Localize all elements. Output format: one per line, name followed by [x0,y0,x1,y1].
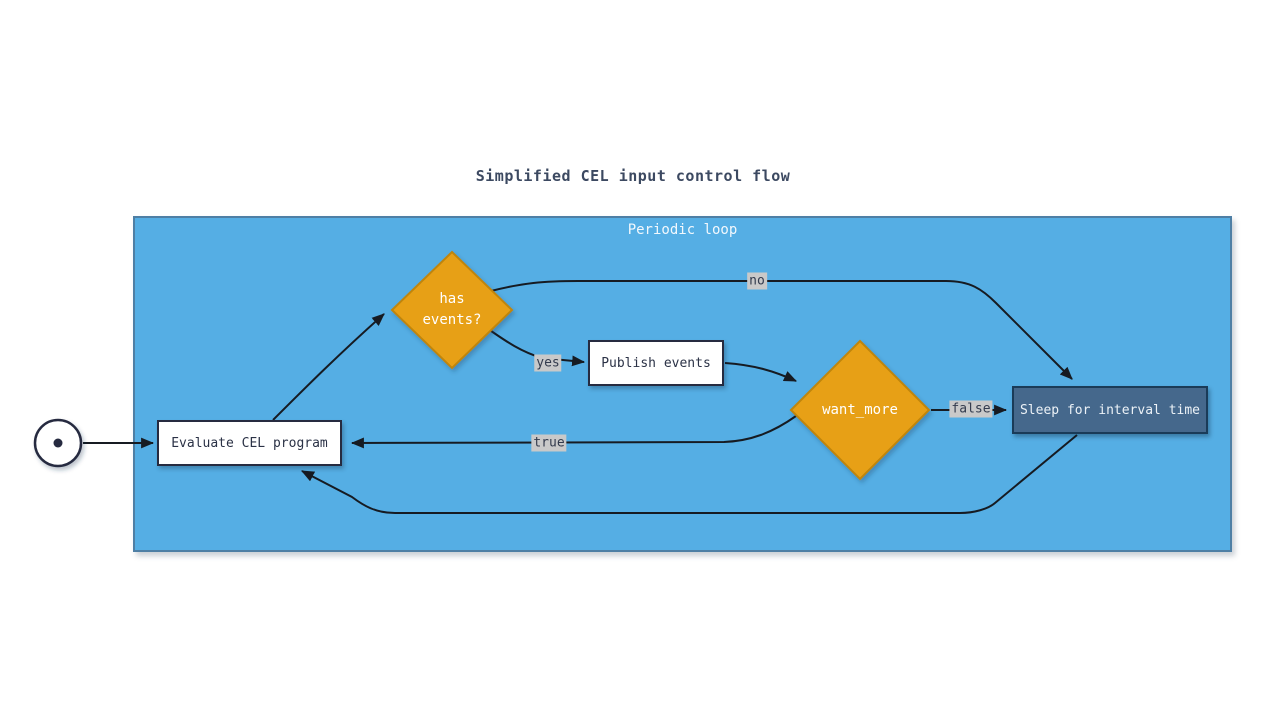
edge-label-no: no [747,272,767,290]
has-events-label: has events? [422,291,482,328]
evaluate-cel-program-node: Evaluate CEL program [157,420,342,466]
edge-publish-to-wantmore [724,362,797,382]
sleep-for-interval-node: Sleep for interval time [1012,386,1208,434]
edge-label-true: true [531,434,567,452]
sleep-for-interval-label: Sleep for interval time [1019,402,1200,418]
edge-hasevents-no-to-sleep [490,280,1073,380]
periodic-loop-label: Periodic loop [627,222,738,238]
diagram-title: Simplified CEL input control flow [475,167,791,185]
edge-wantmore-true-to-evaluate [350,415,797,449]
evaluate-cel-program-label: Evaluate CEL program [171,435,328,451]
edge-label-yes: yes [534,354,562,372]
edge-label-false: false [949,400,993,418]
publish-events-node: Publish events [588,340,724,386]
edge-evaluate-to-hasevents [272,313,385,421]
has-events-diamond [390,250,514,370]
publish-events-label: Publish events [601,355,711,371]
want-more-diamond [789,339,931,481]
start-circle-dot [53,438,63,448]
want-more-label: want_more [822,402,898,418]
edge-sleep-loop-to-evaluate [301,434,1078,514]
